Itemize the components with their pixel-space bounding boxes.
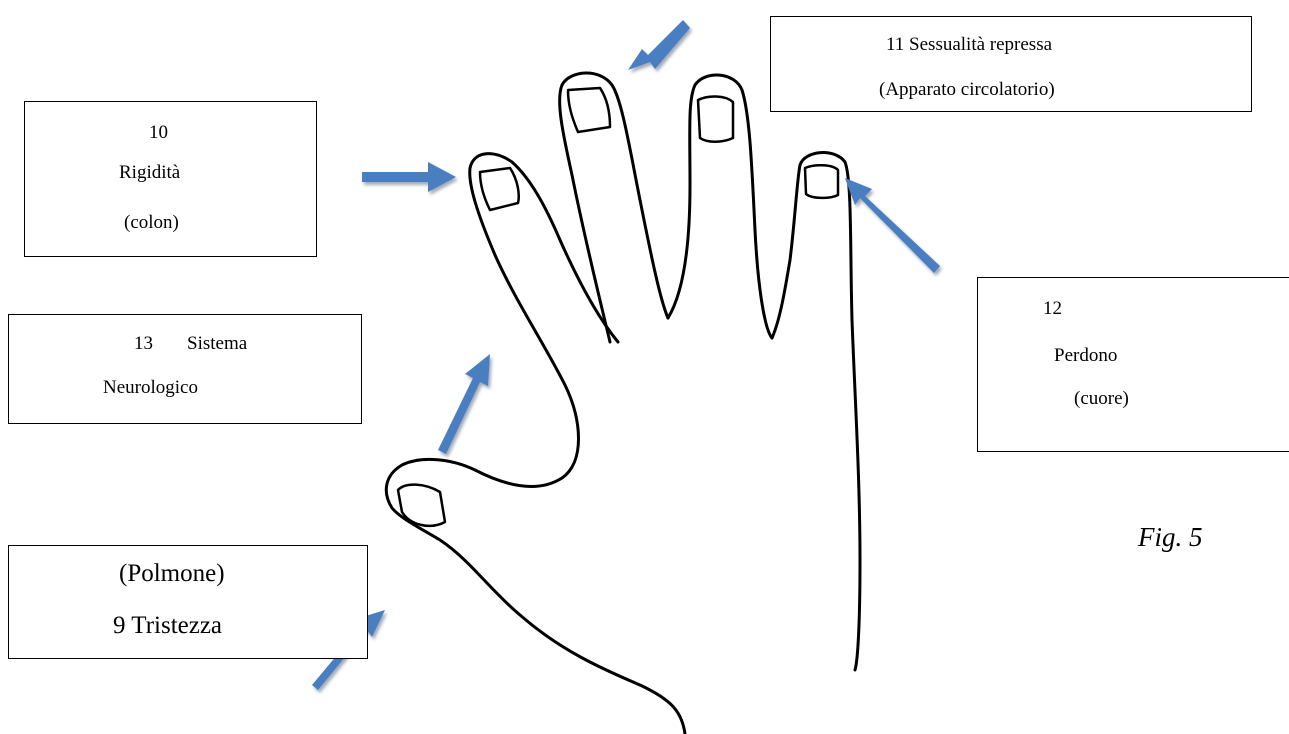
label-emotion-sessualita: 11 Sessualità repressa: [886, 34, 1053, 55]
label-emotion-tristezza: 9 Tristezza: [113, 612, 223, 639]
little-nail: [803, 164, 840, 200]
ring-nail: [696, 95, 735, 143]
label-number-12: 12: [1043, 298, 1062, 319]
label-organ-apparato-circolatorio: (Apparato circolatorio): [879, 79, 1055, 100]
arrow-neurologico-icon: [438, 354, 490, 454]
fingernails: [396, 86, 840, 528]
index-nail: [478, 166, 520, 212]
thumb-nail: [396, 483, 447, 528]
label-box-tristezza: (Polmone) 9 Tristezza: [8, 545, 368, 659]
label-organ-cuore: (cuore): [1074, 388, 1129, 409]
label-organ-colon: (colon): [124, 212, 179, 233]
label-emotion-perdono: Perdono: [1054, 345, 1118, 366]
label-system-neurologico: Neurologico: [103, 377, 198, 398]
hand-outline: [384, 71, 862, 734]
label-emotion-rigidita: Rigidità: [119, 162, 181, 183]
label-number-10: 10: [149, 122, 168, 143]
label-box-neurologico: 13 Sistema Neurologico: [8, 314, 362, 424]
arrow-perdono-icon: [845, 178, 940, 273]
figure-caption: Fig. 5: [1138, 522, 1203, 552]
label-box-sessualita: 11 Sessualità repressa (Apparato circola…: [770, 16, 1252, 112]
label-organ-polmone: (Polmone): [119, 560, 225, 587]
label-box-rigidita: 10 Rigidità (colon): [24, 101, 317, 257]
label-system-sistema: Sistema: [187, 333, 248, 354]
middle-nail: [566, 86, 612, 134]
pointer-arrows: [312, 20, 940, 690]
arrow-rigidita-icon: [362, 162, 456, 192]
label-box-perdono: 12 Perdono (cuore): [977, 277, 1289, 452]
arrow-sessualita-icon: [628, 20, 690, 70]
label-number-13: 13: [134, 333, 153, 354]
